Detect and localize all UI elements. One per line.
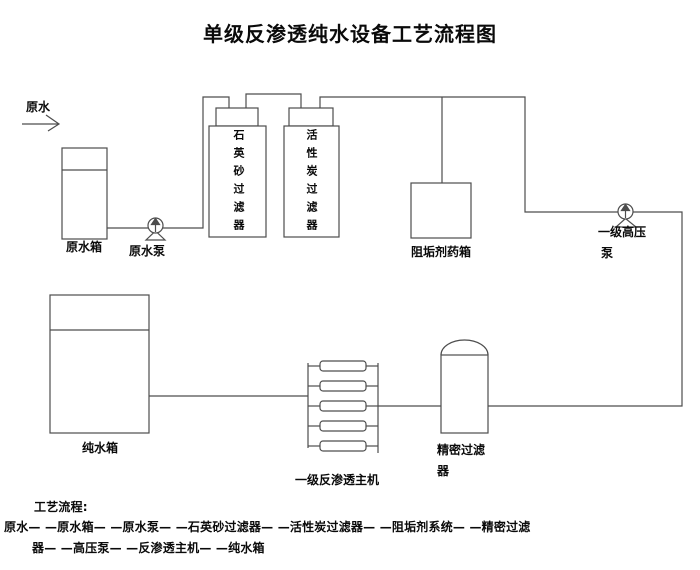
precision-filter-label-line2: 器: [437, 464, 450, 478]
raw-water-tank-label: 原水箱: [65, 240, 102, 254]
pure-water-tank-label: 纯水箱: [81, 441, 118, 455]
antiscalant-tank-label: 阻垢剂药箱: [410, 245, 471, 259]
carbon-filter-label: 活性炭过滤器: [305, 129, 318, 237]
pure-water-tank-shape: [49, 294, 150, 434]
precision-filter-label-line1: 精密过滤: [437, 443, 486, 457]
high-pressure-pump-icon: [614, 203, 638, 228]
raw-water-inlet-arrow-icon: [22, 114, 61, 132]
process-flow-line2: 器— —高压泵— —反渗透主机— —纯水箱: [32, 541, 265, 555]
ro-unit-shape: [307, 360, 379, 453]
process-flow-line1: 原水— —原水箱— —原水泵— —石英砂过滤器— —活性炭过滤器— —阻垢剂系统…: [4, 520, 531, 534]
raw-water-pump-label: 原水泵: [128, 244, 165, 258]
ro-unit-label: 一级反渗透主机: [294, 473, 379, 487]
pipe-filter2-to-ro: [319, 96, 683, 407]
process-flow-heading: 工艺流程:: [34, 500, 88, 514]
quartz-filter-shape: [208, 107, 267, 238]
carbon-filter-shape: [283, 107, 340, 238]
page-title: 单级反渗透纯水设备工艺流程图: [203, 22, 497, 46]
raw-water-inlet-label: 原水: [26, 100, 51, 114]
high-pressure-pump-label-line2: 泵: [601, 246, 614, 260]
raw-water-tank-shape: [61, 147, 108, 240]
high-pressure-pump-label-line1: 一级高压: [597, 225, 646, 239]
quartz-filter-label: 石英砂过滤器: [232, 129, 245, 237]
precision-filter-shape: [440, 339, 489, 434]
precision-filter-label: 精密过滤 器: [437, 440, 485, 482]
pipe-rawtank-to-filter1: [107, 96, 230, 229]
pipe-filter1-to-filter2: [245, 93, 302, 108]
raw-water-pump-icon: [144, 217, 167, 241]
antiscalant-tank-shape: [410, 182, 472, 239]
